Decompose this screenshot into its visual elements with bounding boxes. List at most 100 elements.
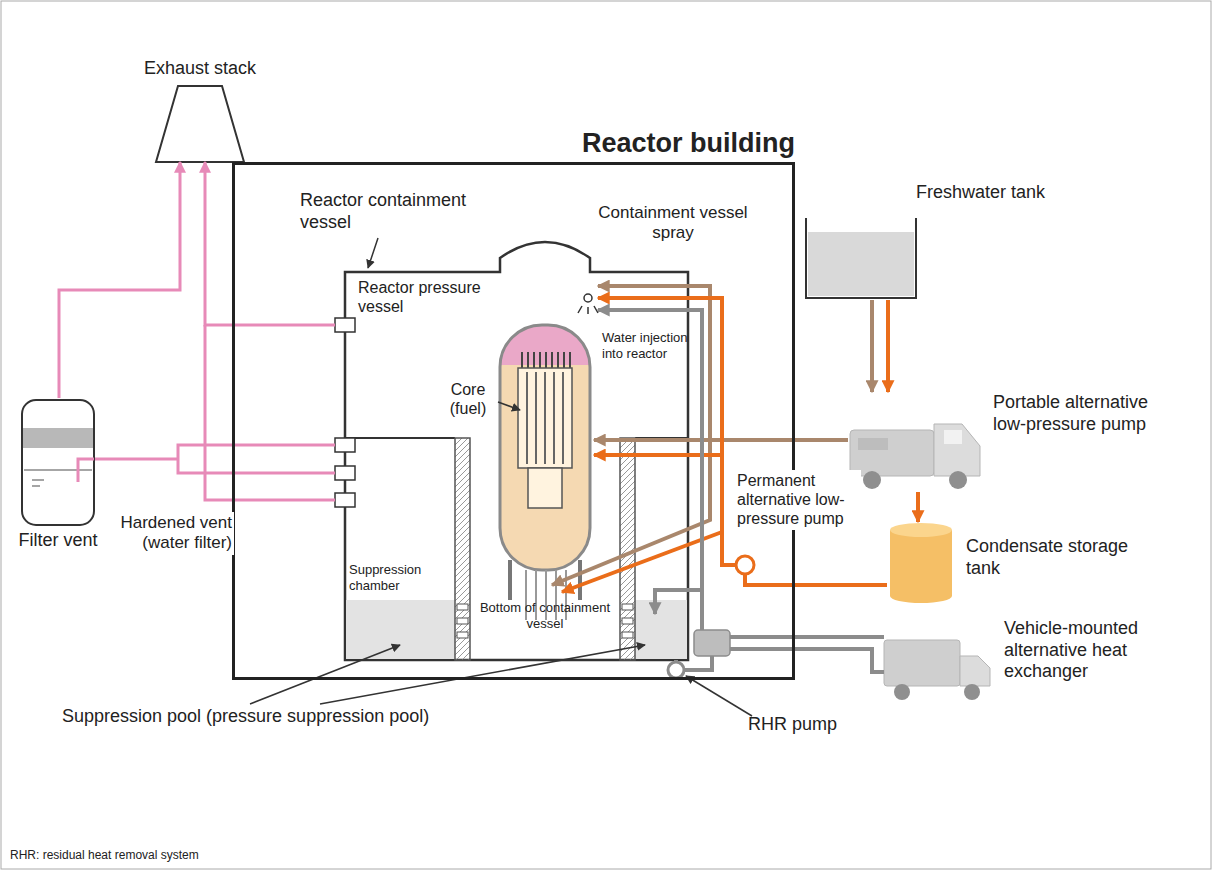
containment-vessel: [620, 438, 635, 660]
tank-node: Condensate storage tank: [888, 522, 1158, 604]
containment-vessel: [635, 600, 687, 659]
portable-pump-truck: [858, 438, 888, 450]
condensate-tank: [890, 530, 952, 603]
reactor-pressure-vessel: [528, 468, 562, 508]
reactor-pressure-vessel: [500, 325, 590, 570]
injection-lines: [598, 310, 702, 630]
injection-lines: [552, 440, 710, 585]
portable-pump-truck: [863, 471, 881, 489]
spray-nozzle: [584, 294, 592, 302]
reactor-pressure-vessel: [500, 325, 590, 570]
containment-vessel: [346, 600, 455, 659]
leader-lines: [250, 238, 752, 716]
containment-vessel: [335, 318, 355, 332]
part-label: Suppression chamber: [349, 562, 453, 593]
leader-lines: [368, 238, 378, 268]
filter-vent-node: Filter vent: [12, 398, 106, 556]
exhaust-stack: [156, 86, 244, 162]
spray-nozzle: [578, 306, 598, 314]
reactor-pressure-vessel: [518, 368, 572, 468]
containment-vessel: [457, 618, 468, 624]
leader-lines: [250, 645, 400, 704]
leader-lines: [320, 645, 645, 704]
pump-truck-node: Portable alternative low-pressure pump: [848, 392, 1170, 492]
pipe-connector: [59, 162, 180, 398]
leader-lines: [498, 402, 520, 410]
portable-pump-truck: [949, 471, 967, 489]
node-label: Freshwater tank: [855, 182, 1045, 204]
portable-pump-truck: [934, 424, 980, 476]
flow-label: Water injection into reactor: [602, 330, 700, 361]
stack-node: Exhaust stack: [130, 58, 272, 162]
filter-vent-vessel: [24, 469, 92, 471]
node-label: Condensate storage tank: [966, 536, 1154, 579]
containment-vessel: [622, 632, 633, 638]
part-label: Hardened vent (water filter): [106, 512, 234, 555]
pipe-connector: [870, 300, 874, 392]
filter-vent-vessel: [22, 400, 94, 525]
node-label: Exhaust stack: [130, 58, 270, 80]
injection-lines: [730, 637, 884, 672]
portable-pump-truck: [850, 424, 980, 489]
tank-node: Freshwater tank: [800, 182, 1047, 300]
truck-node: Vehicle-mounted alternative heat exchang…: [882, 618, 1182, 706]
portable-pump-truck: [850, 430, 934, 476]
vent-pipes: [178, 445, 335, 473]
node-label: Filter vent: [12, 530, 104, 552]
part-label: Reactor containment vessel: [300, 190, 500, 233]
building-heading: Reactor building: [582, 127, 795, 159]
filter-vent-vessel: [23, 428, 93, 448]
part-label: Bottom of containment vessel: [472, 600, 618, 631]
footnote: RHR: residual heat removal system: [10, 848, 199, 862]
injection-lines: [655, 590, 702, 614]
spray-nozzle: [578, 294, 598, 314]
exhaust-stack: [156, 86, 244, 162]
freshwater-tank: [806, 218, 916, 298]
pipe-connector: [886, 300, 890, 392]
portable-pump-truck: [944, 430, 962, 444]
pipe-connector: [916, 492, 920, 522]
containment-vessel: [335, 242, 688, 660]
containment-vessel: [335, 466, 355, 480]
reactor-pressure-vessel: [522, 352, 570, 368]
part-label: RHR pump: [748, 714, 858, 736]
containment-vessel: [335, 438, 355, 452]
pumps: [668, 662, 684, 678]
injection-lines: [745, 575, 887, 585]
heat-exchanger-truck: [884, 640, 990, 700]
freshwater-tank: [808, 232, 914, 296]
containment-vessel: [345, 242, 688, 660]
containment-vessel: [622, 618, 633, 624]
part-label: Containment vessel spray: [598, 203, 748, 244]
part-label: Permanent alternative low-pressure pump: [735, 470, 861, 530]
condensate-tank: [890, 523, 952, 603]
heat-exchanger-truck: [894, 684, 910, 700]
filter-vent-vessel: [78, 459, 94, 482]
freshwater-tank: [806, 218, 916, 298]
vent-pipes: [94, 458, 178, 461]
vent-pipes: [94, 325, 335, 500]
injection-lines: [562, 532, 722, 592]
leader-lines: [686, 676, 752, 716]
injection-lines: [598, 298, 736, 565]
filter-vent-vessel: [32, 480, 44, 486]
containment-vessel: [457, 604, 468, 610]
building-outline: Reactor building: [232, 162, 795, 680]
heat-exchanger-truck: [884, 640, 960, 686]
pumps: [694, 630, 730, 656]
containment-vessel: [457, 632, 468, 638]
pumps: [736, 556, 754, 574]
node-label: Portable alternative low-pressure pump: [993, 392, 1168, 435]
reactor-pressure-vessel: [500, 325, 590, 570]
injection-lines: [552, 286, 887, 672]
vent-pipe: [205, 162, 335, 325]
filter-vent-vessel: [22, 400, 94, 525]
containment-vessel: [622, 604, 633, 610]
containment-vessel: [335, 493, 355, 507]
part-label: Reactor pressure vessel: [358, 278, 498, 316]
part-label: Suppression pool (pressure suppression p…: [62, 706, 562, 728]
heat-exchanger-truck: [960, 656, 990, 686]
reactor-pressure-vessel: [526, 570, 566, 620]
